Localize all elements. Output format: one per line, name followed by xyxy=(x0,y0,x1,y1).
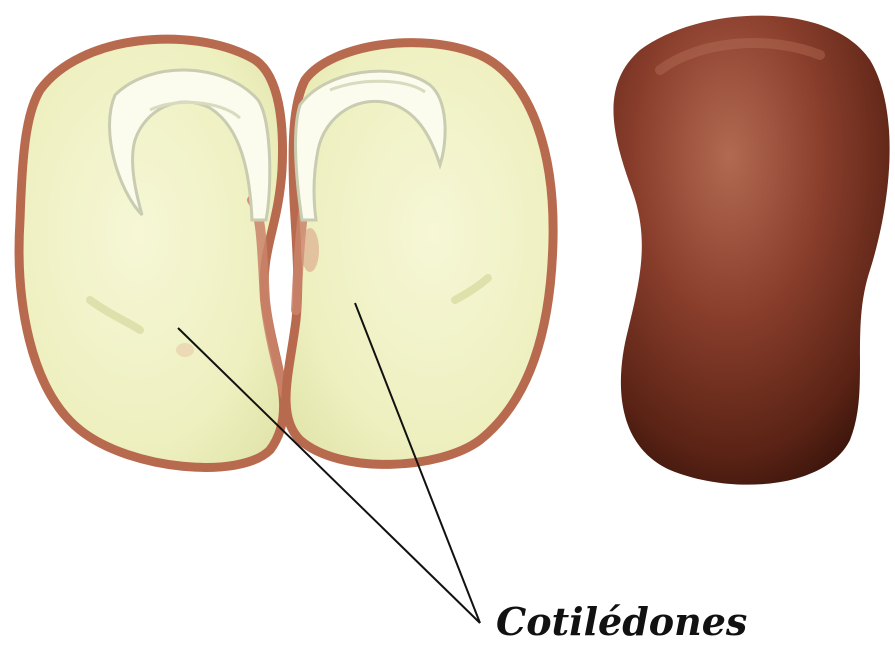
right-cotyledon xyxy=(286,43,553,465)
cotyledons-label: Cotilédones xyxy=(496,600,747,644)
whole-bean-seed xyxy=(613,16,889,485)
left-cotyledon xyxy=(19,39,285,467)
